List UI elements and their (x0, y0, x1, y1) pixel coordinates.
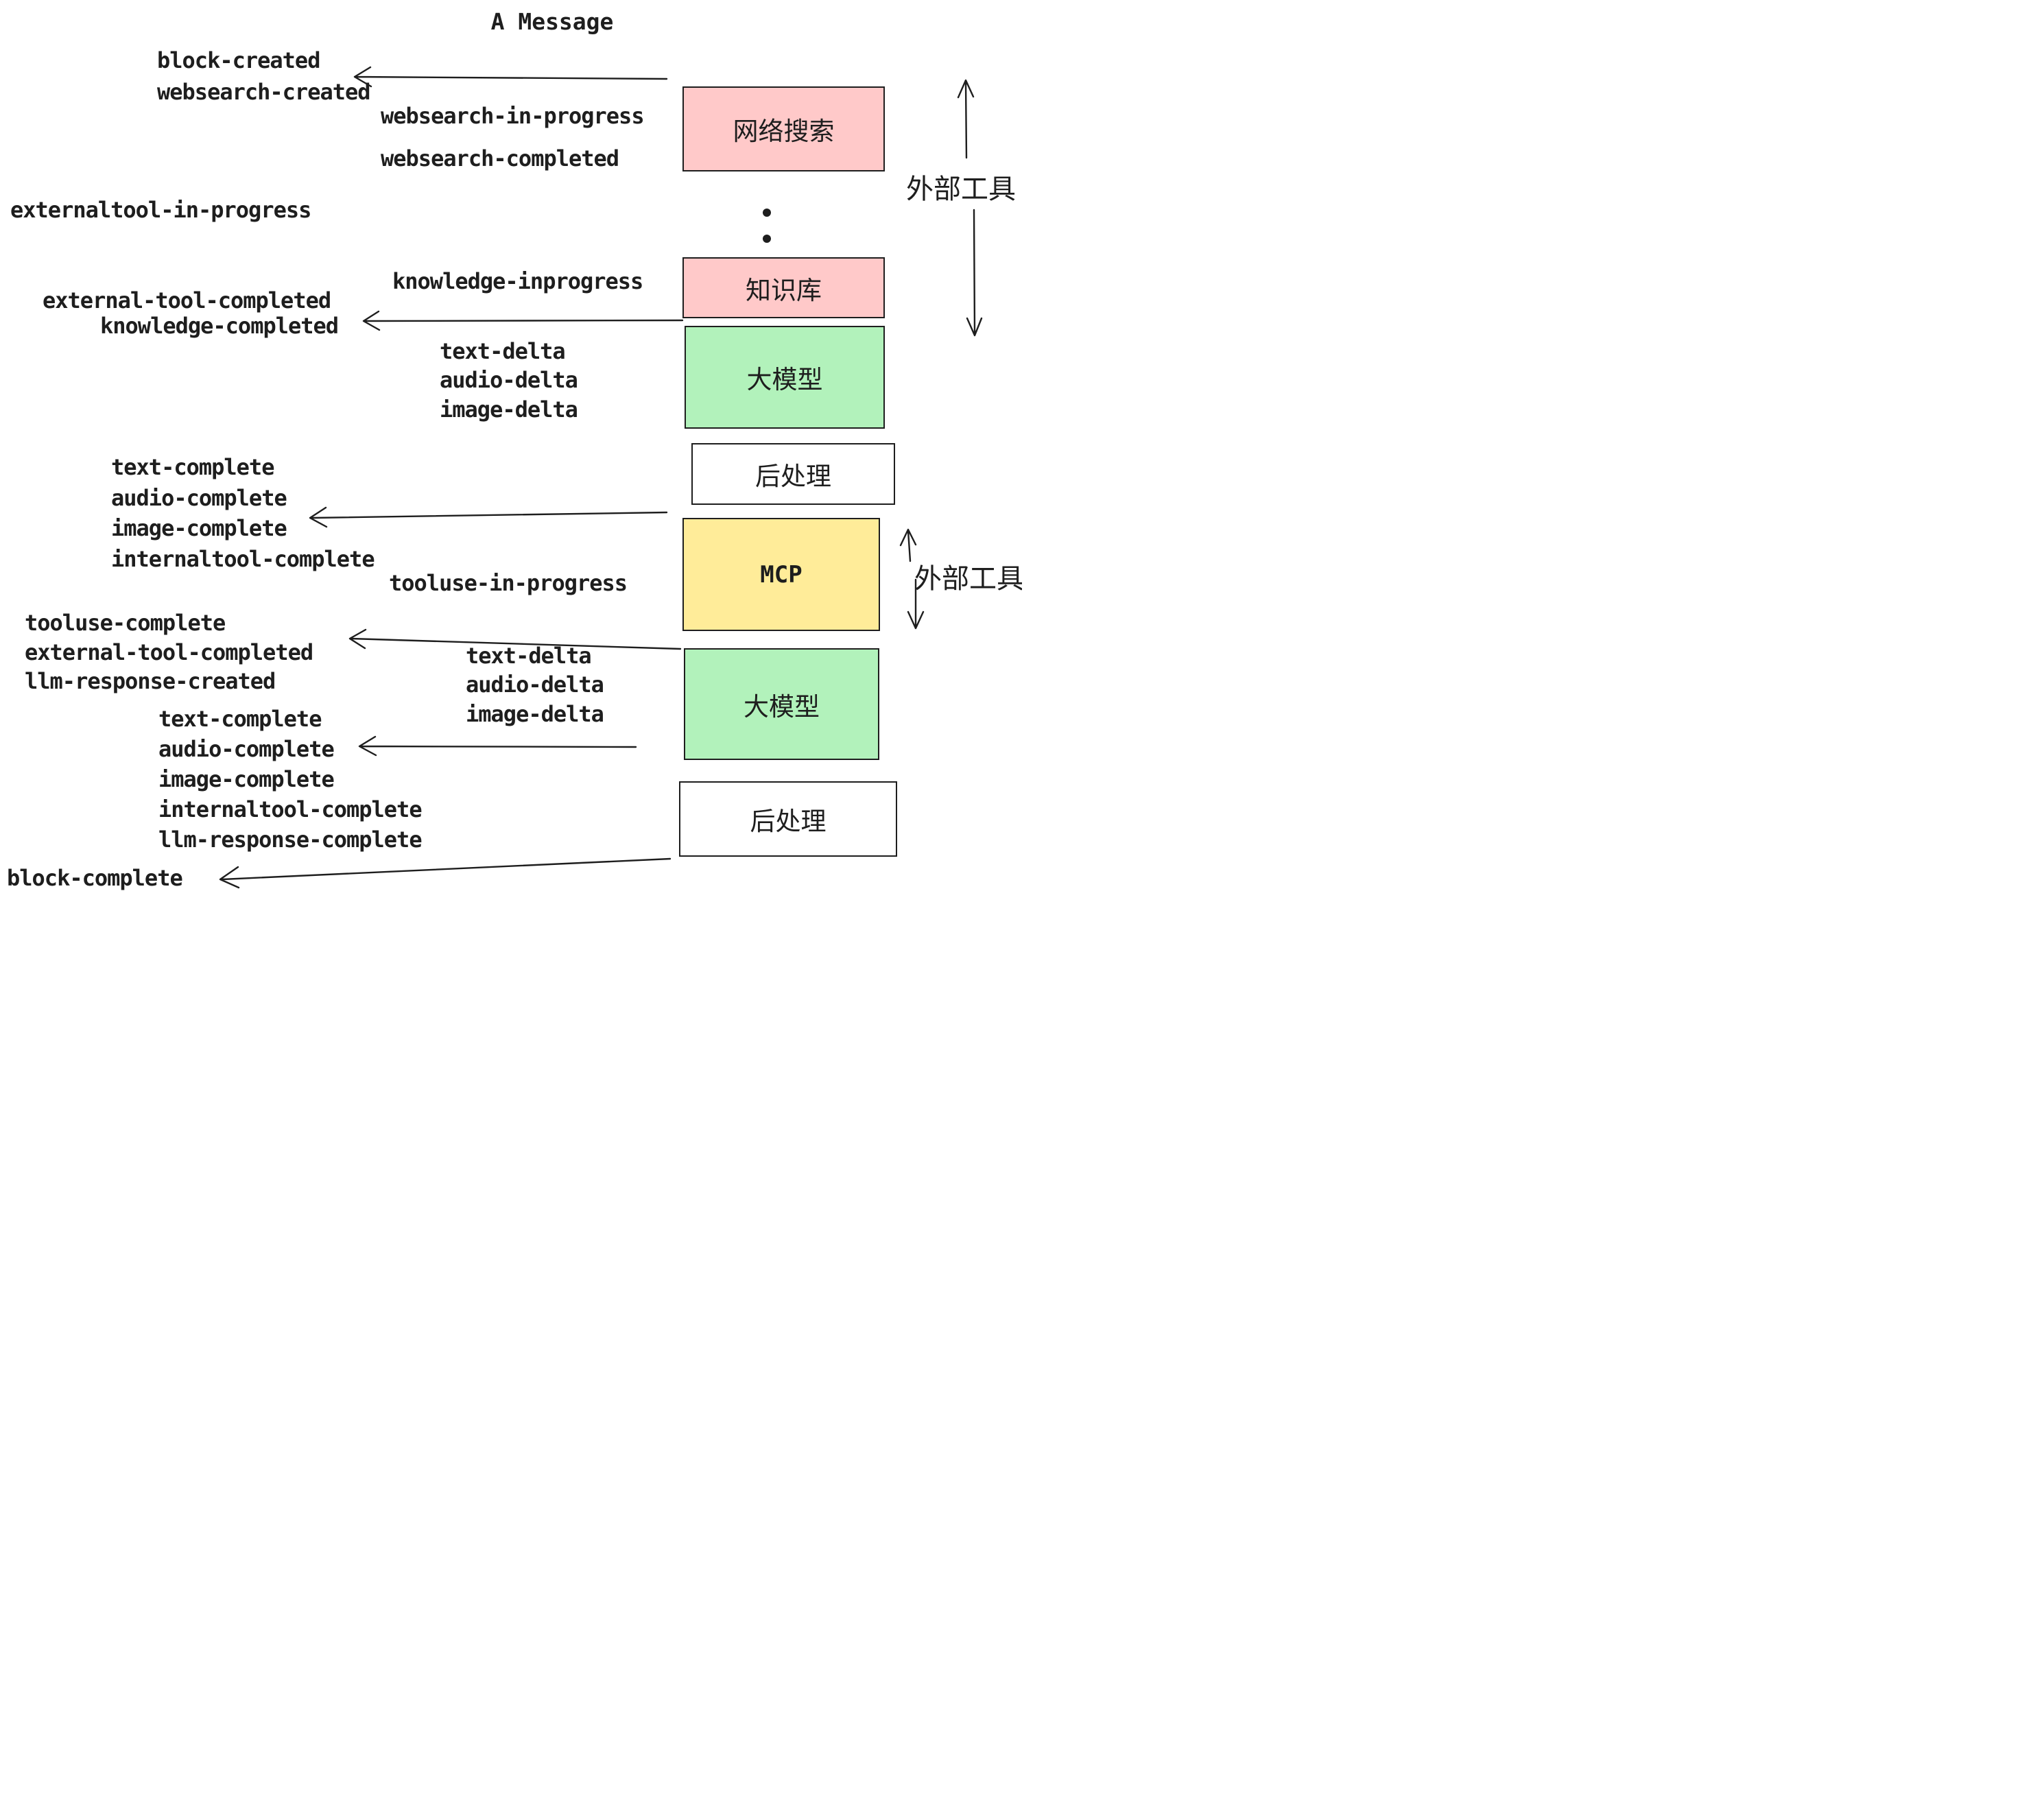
node-llm-2: 大模型 (684, 648, 879, 760)
event-label-external-tool-completed: external-tool-completed (43, 287, 331, 313)
node-post-process-2: 后处理 (679, 781, 897, 857)
event-label-external-tool-completed-2: external-tool-completed (25, 639, 313, 665)
node-knowledge-base: 知识库 (682, 257, 885, 318)
node-post-process-2-label: 后处理 (750, 807, 827, 836)
node-llm-2-label: 大模型 (744, 691, 820, 722)
annotation-external-tools-1: 外部工具 (906, 174, 1016, 205)
event-label-audio-complete-2: audio-complete (158, 736, 335, 762)
event-label-image-complete-2: image-complete (158, 766, 335, 792)
event-label-tooluse-complete: tooluse-complete (25, 610, 226, 636)
annotation-external-tools-2: 外部工具 (914, 563, 1022, 595)
event-label-image-delta-2: image-delta (466, 701, 604, 727)
event-label-tooluse-in-progress: tooluse-in-progress (389, 570, 628, 596)
diagram-title: A Message (490, 8, 614, 35)
event-label-internaltool-complete: internaltool-complete (111, 546, 375, 572)
arrow-to-audio-complete (358, 735, 637, 757)
event-label-audio-delta: audio-delta (440, 367, 578, 393)
arrow-external-tools-2-up (899, 528, 917, 562)
event-label-audio-complete: audio-complete (111, 485, 287, 511)
event-label-text-complete: text-complete (111, 454, 274, 480)
event-label-block-complete: block-complete (7, 865, 183, 891)
event-label-knowledge-inprogress: knowledge-inprogress (392, 268, 643, 294)
event-label-text-delta: text-delta (440, 338, 566, 364)
event-label-text-complete-2: text-complete (158, 706, 322, 732)
event-label-websearch-completed: websearch-completed (381, 145, 619, 171)
event-label-image-complete: image-complete (111, 515, 287, 541)
node-mcp: MCP (682, 518, 880, 631)
node-web-search: 网络搜索 (682, 86, 885, 171)
event-label-llm-response-created: llm-response-created (25, 668, 276, 694)
event-label-image-delta: image-delta (440, 396, 578, 423)
event-label-knowledge-completed: knowledge-completed (100, 313, 339, 339)
arrow-to-internal-complete-group (309, 506, 668, 528)
event-label-websearch-created: websearch-created (157, 79, 371, 105)
vertical-ellipsis-dot (763, 235, 771, 243)
message-event-flow-diagram: A Message block-created websearch-create… (0, 0, 1022, 902)
node-knowledge-base-label: 知识库 (746, 275, 822, 305)
node-post-process-1: 后处理 (691, 443, 895, 505)
arrow-to-knowledge-completed (362, 310, 684, 331)
event-label-llm-response-complete: llm-response-complete (158, 827, 423, 853)
arrow-to-websearch-created (353, 66, 668, 88)
event-label-block-created: block-created (157, 47, 320, 73)
event-label-externaltool-in-progress: externaltool-in-progress (10, 197, 311, 223)
event-label-internaltool-complete-2: internaltool-complete (158, 796, 423, 822)
event-label-audio-delta-2: audio-delta (466, 672, 604, 698)
node-llm-1: 大模型 (685, 326, 885, 429)
node-post-process-1-label: 后处理 (755, 462, 831, 491)
vertical-ellipsis-dot (763, 209, 771, 217)
event-label-text-delta-2: text-delta (466, 643, 592, 669)
arrow-external-tools-1-up (957, 79, 975, 159)
node-mcp-label: MCP (760, 560, 803, 589)
arrow-external-tools-1-down (966, 209, 983, 337)
node-llm-1-label: 大模型 (746, 365, 823, 394)
arrow-to-block-complete (219, 857, 672, 889)
node-web-search-label: 网络搜索 (733, 117, 835, 146)
event-label-websearch-in-progress: websearch-in-progress (381, 103, 645, 129)
